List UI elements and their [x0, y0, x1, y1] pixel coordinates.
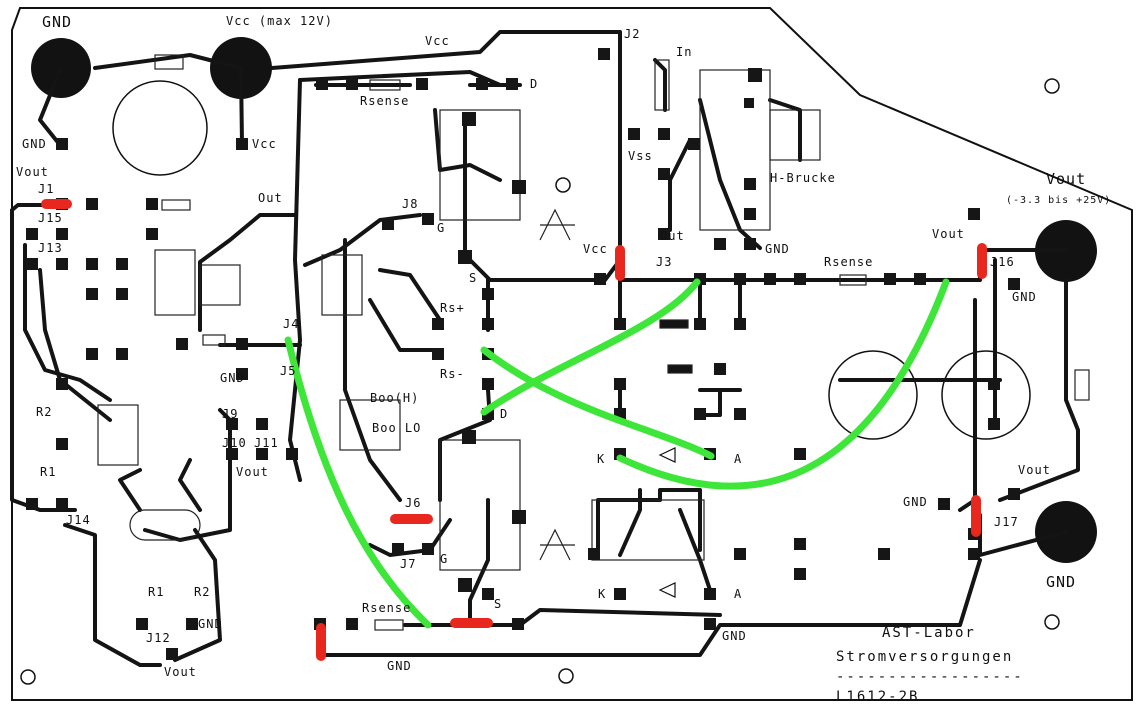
gate-bottom-label: G — [440, 552, 449, 566]
jumper-j2: J2 — [624, 27, 641, 41]
rsense-mid-label: Rsense — [824, 255, 874, 269]
gnd-j17-label: GND — [903, 495, 928, 509]
jumper-j6: J6 — [405, 496, 422, 510]
jumper-j10: J10 — [222, 436, 247, 450]
gnd-pad-label: GND — [22, 137, 47, 151]
gnd-bottom-trace-label: GND — [387, 659, 412, 673]
r1-bottom-label: R1 — [148, 585, 165, 599]
jumper-j8: J8 — [402, 197, 419, 211]
jumper-j14: J14 — [66, 513, 91, 527]
square-pads — [26, 48, 1020, 660]
jumper-j4: J4 — [283, 317, 300, 331]
vss-label: Vss — [628, 149, 653, 163]
vcc-pad-label: Vcc — [252, 137, 277, 151]
vout-title-label: Vout — [1046, 170, 1087, 188]
vcc-trace-label: Vcc — [425, 34, 450, 48]
vout-left-label: Vout — [16, 165, 49, 179]
vout-j10-label: Vout — [236, 465, 269, 479]
jumper-j12: J12 — [146, 631, 171, 645]
boo-lo-label: Boo LO — [372, 421, 422, 435]
jumper-j15: J15 — [38, 211, 63, 225]
jumper-j11: J11 — [254, 436, 279, 450]
rsense-bottom-label: Rsense — [362, 601, 412, 615]
capacitors — [112, 80, 1031, 440]
board-outline — [11, 7, 1133, 701]
gnd-top-label: GND — [42, 13, 73, 31]
vcc-max-label: Vcc (max 12V) — [226, 14, 333, 28]
title-lab-name: AST-Labor — [882, 625, 976, 641]
title-project-name: Stromversorgungen — [836, 649, 1014, 665]
jumper-j17: J17 — [994, 515, 1019, 529]
r2-left-label: R2 — [36, 405, 53, 419]
anode-top-label: A — [734, 452, 743, 466]
jumper-j5: J5 — [280, 364, 297, 378]
gnd-bottom-mid-label: GND — [722, 629, 747, 643]
out-label: Out — [258, 191, 283, 205]
gnd-j16-label: GND — [1012, 290, 1037, 304]
anode-bottom-label: A — [734, 587, 743, 601]
gnd-big-label: GND — [1046, 573, 1077, 591]
red-jumpers — [41, 199, 987, 661]
vcc-mid-label: Vcc — [583, 242, 608, 256]
mounting-holes — [20, 78, 1060, 685]
cathode-top-label: K — [597, 452, 606, 466]
rs-minus-label: Rs- — [440, 367, 465, 381]
vout-range-label: (-3.3 bis +25V) — [1006, 195, 1112, 206]
gnd-j12-label: GND — [198, 617, 223, 631]
r1-left-label: R1 — [40, 465, 57, 479]
jumper-j3: J3 — [656, 255, 673, 269]
vout-j16-label: Vout — [932, 227, 965, 241]
gate-top-label: G — [437, 221, 446, 235]
title-separator: ------------------ — [836, 669, 1024, 685]
source-bottom-label: S — [494, 597, 503, 611]
gnd-bridge-label: GND — [765, 242, 790, 256]
jumper-j1: J1 — [38, 182, 55, 196]
source-top-label: S — [469, 271, 478, 285]
gnd-left-label: GND — [220, 371, 245, 385]
drain-mid-label: D — [500, 407, 509, 421]
jumper-j9: J9 — [222, 407, 239, 421]
in-label: In — [676, 45, 693, 59]
rsense-top-label: Rsense — [360, 94, 410, 108]
green-wires — [284, 278, 950, 629]
jumper-j16: J16 — [990, 255, 1015, 269]
title-board-code: L1612-2B — [836, 689, 920, 705]
boo-hi-label: Boo(H) — [370, 391, 420, 405]
cathode-bottom-label: K — [598, 587, 607, 601]
out-bridge-label: Out — [660, 229, 685, 243]
jumper-j7: J7 — [400, 557, 417, 571]
h-bridge-label: H-Brucke — [770, 171, 836, 185]
drain-top-label: D — [530, 77, 539, 91]
rs-plus-label: Rs+ — [440, 301, 465, 315]
jumper-j13: J13 — [38, 241, 63, 255]
vout-j17-label: Vout — [1018, 463, 1051, 477]
r2-bottom-label: R2 — [194, 585, 211, 599]
vout-j12-label: Vout — [164, 665, 197, 679]
